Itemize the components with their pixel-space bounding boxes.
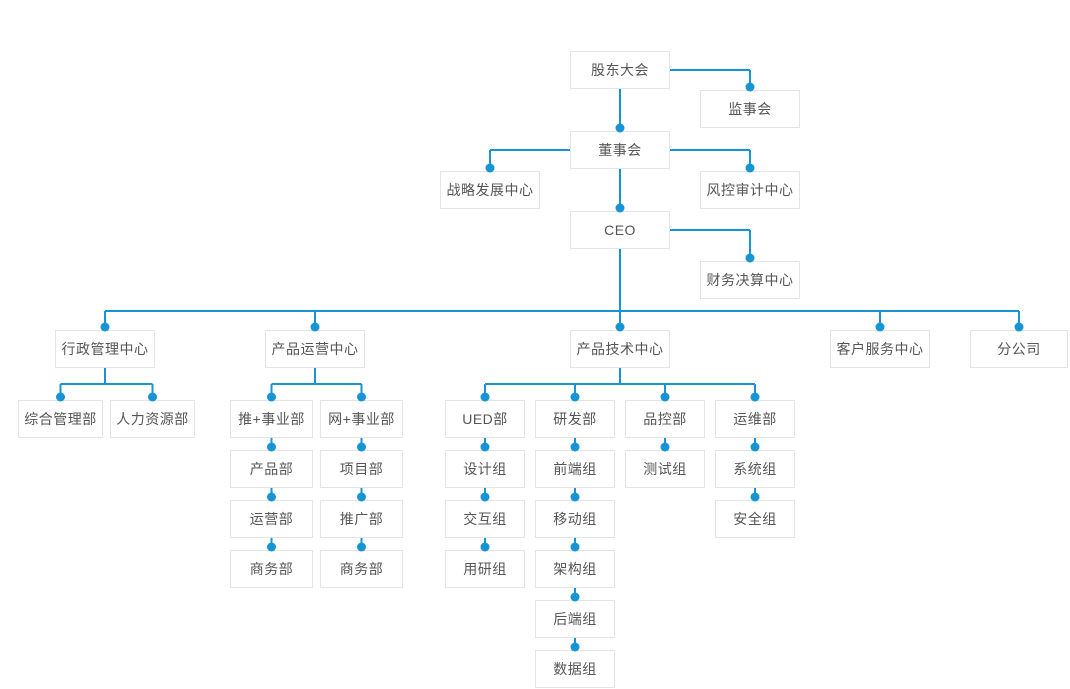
org-node-frontend-group: 前端组 (535, 450, 615, 488)
org-node-data-group: 数据组 (535, 650, 615, 688)
org-node-board-of-directors: 董事会 (570, 131, 670, 169)
org-node-strategy-center: 战略发展中心 (440, 171, 540, 209)
org-node-test-group: 测试组 (625, 450, 705, 488)
org-node-arch-group: 架构组 (535, 550, 615, 588)
org-node-rnd-dept: 研发部 (535, 400, 615, 438)
org-node-ops-center: 产品运营中心 (265, 330, 365, 368)
org-node-branch-company: 分公司 (970, 330, 1068, 368)
org-node-om-dept: 运维部 (715, 400, 795, 438)
org-node-security-group: 安全组 (715, 500, 795, 538)
org-node-shareholders-meeting: 股东大会 (570, 51, 670, 89)
org-node-product-dept: 产品部 (230, 450, 313, 488)
org-node-mobile-group: 移动组 (535, 500, 615, 538)
org-node-system-group: 系统组 (715, 450, 795, 488)
org-node-qc-dept: 品控部 (625, 400, 705, 438)
org-node-research-group: 用研组 (445, 550, 525, 588)
org-node-wang-division: 网+事业部 (320, 400, 403, 438)
org-node-service-center: 客户服务中心 (830, 330, 930, 368)
org-node-ceo: CEO (570, 211, 670, 249)
org-node-tui-division: 推+事业部 (230, 400, 313, 438)
org-node-project-dept: 项目部 (320, 450, 403, 488)
org-node-interaction-group: 交互组 (445, 500, 525, 538)
org-node-hr-dept: 人力资源部 (110, 400, 195, 438)
org-node-admin-center: 行政管理中心 (55, 330, 155, 368)
org-node-risk-audit-center: 风控审计中心 (700, 171, 800, 209)
org-node-business-dept-2: 商务部 (320, 550, 403, 588)
org-node-operation-dept: 运营部 (230, 500, 313, 538)
org-node-tech-center: 产品技术中心 (570, 330, 670, 368)
org-node-supervisory-board: 监事会 (700, 90, 800, 128)
org-node-finance-center: 财务决算中心 (700, 261, 800, 299)
org-node-backend-group: 后端组 (535, 600, 615, 638)
org-node-design-group: 设计组 (445, 450, 525, 488)
org-node-general-admin-dept: 综合管理部 (18, 400, 103, 438)
org-node-ued-dept: UED部 (445, 400, 525, 438)
org-node-promotion-dept: 推广部 (320, 500, 403, 538)
org-node-business-dept-1: 商务部 (230, 550, 313, 588)
